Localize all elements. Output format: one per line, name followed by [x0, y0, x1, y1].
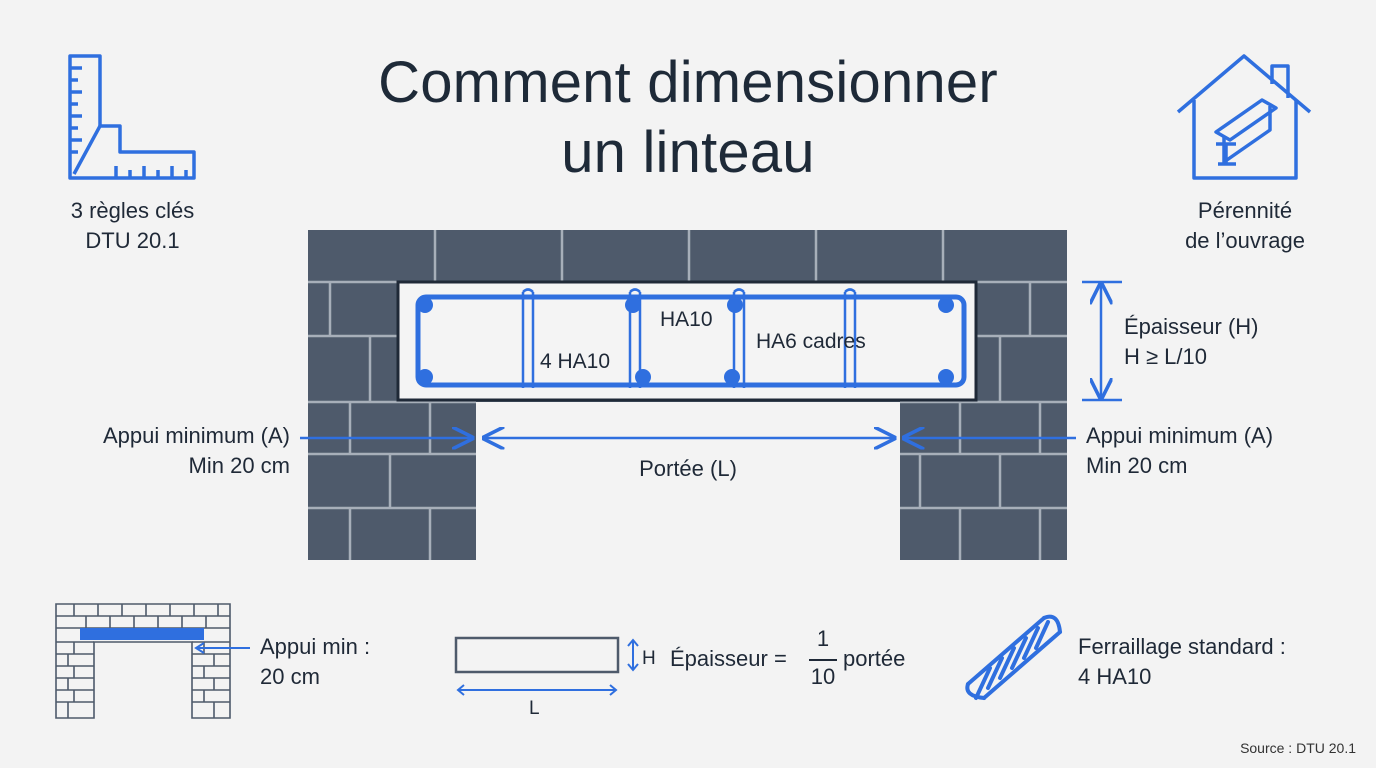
- durability-caption: Pérennité de l’ouvrage: [1185, 198, 1305, 253]
- height-symbol: H: [642, 648, 656, 669]
- rules-caption: 3 règles clés DTU 20.1: [70, 198, 195, 253]
- square-ruler-icon: [68, 54, 196, 180]
- beam-profile-icon: [454, 636, 639, 696]
- support-rule-text: Appui min : 20 cm: [260, 634, 371, 689]
- formula-numerator: 1: [816, 626, 830, 651]
- lintel-beam: [396, 280, 978, 402]
- formula-suffix: portée: [843, 646, 906, 671]
- support-right-label: Appui minimum (A) Min 20 cm: [1086, 423, 1274, 478]
- length-symbol: L: [529, 698, 540, 719]
- thickness-label: Épaisseur (H) H ≥ L/10: [1124, 314, 1259, 369]
- rebar-icon: [965, 614, 1062, 700]
- stirrups-label: HA6 cadres: [756, 330, 866, 353]
- house-beam-icon: [1176, 54, 1312, 180]
- rebar-rule-text: Ferraillage standard : 4 HA10: [1078, 634, 1286, 689]
- wall-opening-icon: [55, 603, 250, 719]
- page-title: Comment dimensionner un linteau: [378, 50, 998, 185]
- support-left-label: Appui minimum (A) Min 20 cm: [102, 423, 290, 478]
- dimension-lines: [300, 280, 1122, 438]
- source-note: Source : DTU 20.1: [1240, 740, 1356, 756]
- formula-denominator: 10: [810, 664, 836, 689]
- ha10-label: HA10: [660, 308, 713, 331]
- thickness-formula: Épaisseur = 1 10 portée: [670, 624, 930, 694]
- formula-bar: [809, 659, 837, 661]
- span-label: Portée (L): [639, 456, 737, 481]
- formula-prefix: Épaisseur =: [670, 646, 787, 671]
- longitudinal-bars-label: 4 HA10: [540, 350, 611, 373]
